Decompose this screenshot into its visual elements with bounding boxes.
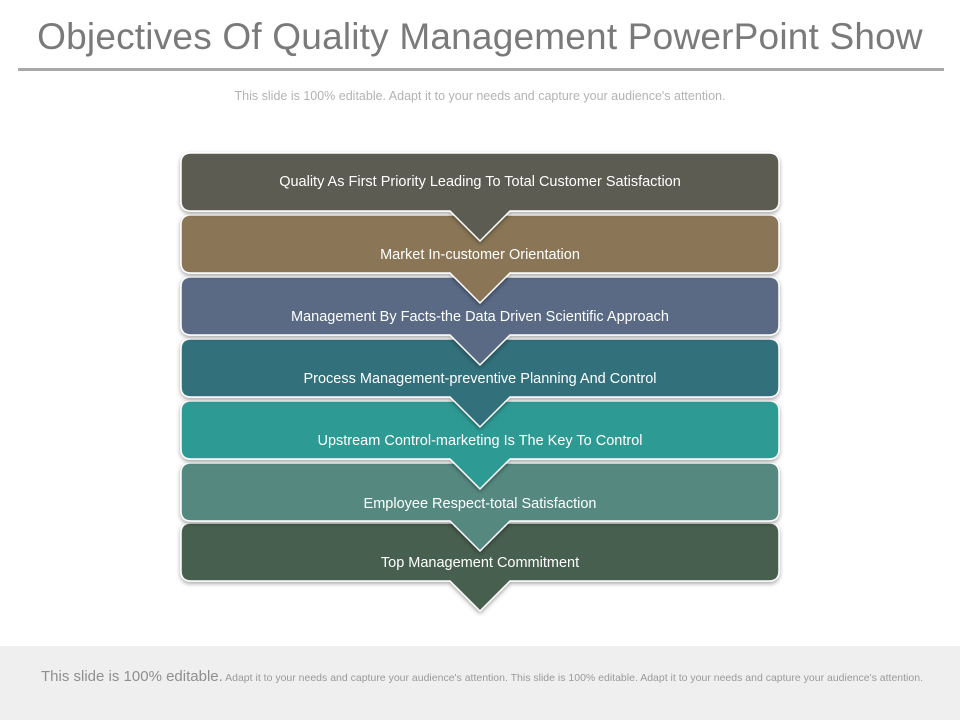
step-band-2: [180, 214, 780, 305]
slide-subtitle: This slide is 100% editable. Adapt it to…: [234, 89, 726, 103]
step-band-1: [180, 152, 780, 243]
slide-title: Objectives Of Quality Management PowerPo…: [37, 16, 923, 57]
step-band-6: [180, 462, 780, 553]
objectives-stack: Quality As First Priority Leading To Tot…: [180, 152, 780, 613]
step-label-4: Process Management-preventive Planning A…: [303, 371, 657, 387]
step-label-2: Market In-customer Orientation: [380, 247, 580, 263]
step-band-5: [180, 400, 780, 491]
footer-lead: This slide is 100% editable.: [41, 668, 223, 685]
objectives-shapes: [180, 152, 780, 613]
step-label-1: Quality As First Priority Leading To Tot…: [279, 174, 681, 190]
step-label-7: Top Management Commitment: [380, 555, 580, 571]
footer-text: This slide is 100% editable. Adapt it to…: [36, 669, 928, 686]
title-divider: [18, 68, 944, 71]
step-label-6: Employee Respect-total Satisfaction: [363, 496, 597, 512]
step-band-7: [180, 522, 780, 613]
step-band-4: [180, 338, 780, 429]
step-label-3: Management By Facts-the Data Driven Scie…: [291, 309, 669, 325]
footer-body: Adapt it to your needs and capture your …: [225, 672, 923, 684]
step-label-5: Upstream Control-marketing Is The Key To…: [317, 433, 643, 449]
step-band-3: [180, 276, 780, 367]
footer-bar: This slide is 100% editable. Adapt it to…: [0, 646, 960, 720]
